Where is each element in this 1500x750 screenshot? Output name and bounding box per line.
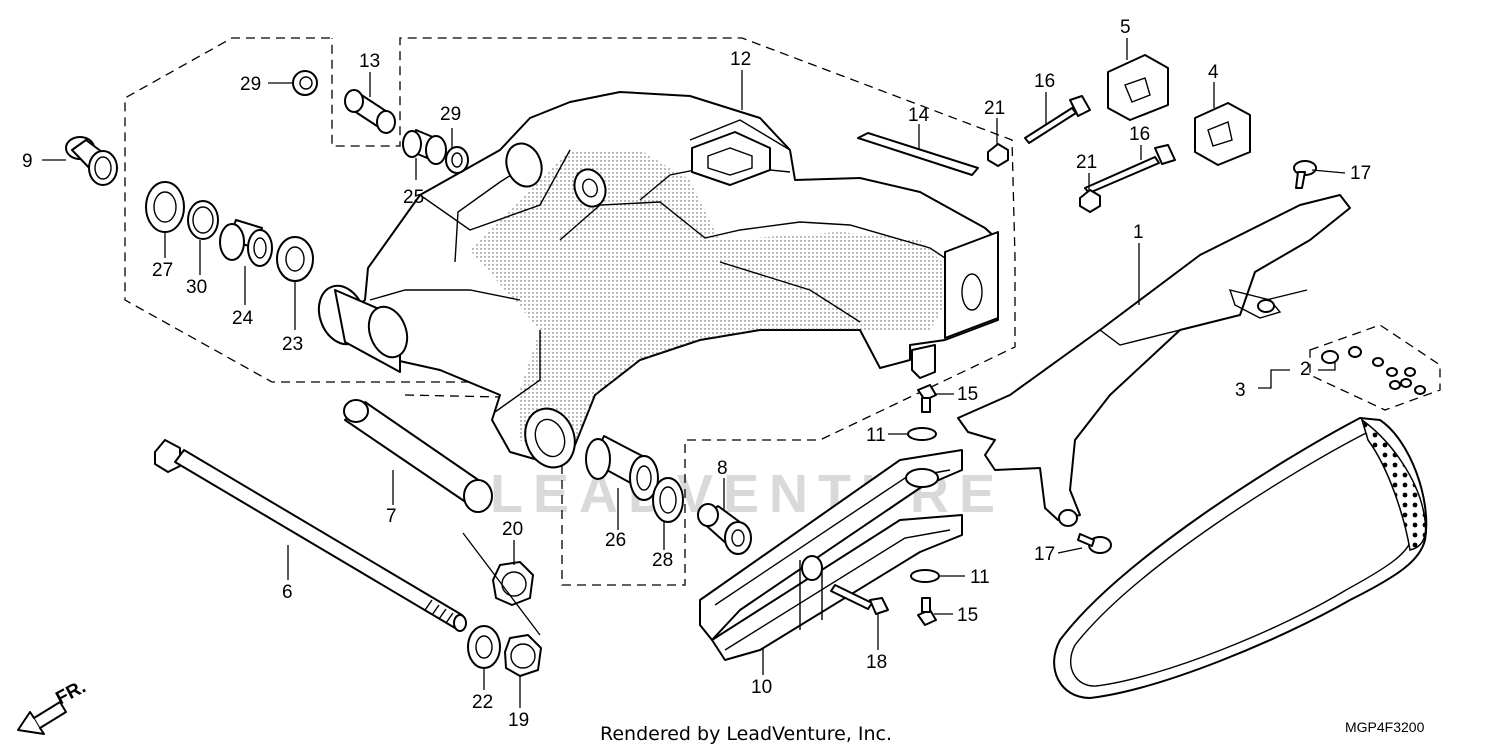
master-link-kit bbox=[1309, 324, 1441, 411]
callout-11b: 11 bbox=[970, 567, 990, 588]
callout-6: 6 bbox=[282, 582, 293, 603]
callout-27: 27 bbox=[152, 260, 173, 281]
assembly-outlines bbox=[124, 37, 1016, 586]
callout-29a: 29 bbox=[240, 74, 261, 95]
pivot-nut-19 bbox=[504, 634, 542, 677]
chain-case bbox=[957, 194, 1351, 527]
washer-22 bbox=[467, 625, 501, 669]
callout-18: 18 bbox=[866, 652, 887, 673]
callout-16b: 16 bbox=[1129, 124, 1150, 145]
callout-28: 28 bbox=[652, 550, 673, 571]
pivot-nut-20 bbox=[492, 561, 534, 606]
ball-bearing-23 bbox=[276, 236, 314, 282]
callout-30: 30 bbox=[186, 277, 207, 298]
callout-10: 10 bbox=[751, 677, 772, 698]
callout-21a: 21 bbox=[984, 98, 1005, 119]
collar-9 bbox=[65, 136, 118, 186]
callout-8: 8 bbox=[717, 458, 728, 479]
dust-seal-29b bbox=[445, 146, 469, 174]
callout-labels: 9 29 13 29 25 27 30 24 23 12 14 16 21 5 … bbox=[22, 17, 1371, 731]
leader-lines bbox=[42, 38, 1346, 708]
callout-13: 13 bbox=[359, 51, 380, 72]
collar-8 bbox=[697, 503, 752, 555]
pivot-bolt-6 bbox=[154, 439, 467, 632]
callout-2: 2 bbox=[1300, 359, 1311, 380]
callout-9: 9 bbox=[22, 151, 33, 172]
callout-24: 24 bbox=[232, 308, 254, 329]
front-arrow-icon: FR. bbox=[17, 677, 89, 735]
callout-4: 4 bbox=[1208, 62, 1219, 83]
callout-25: 25 bbox=[403, 187, 424, 208]
callout-16a: 16 bbox=[1034, 71, 1055, 92]
dust-seal-28 bbox=[652, 477, 684, 523]
callout-20: 20 bbox=[502, 519, 523, 540]
needle-bearing-26 bbox=[585, 435, 659, 501]
swingarm bbox=[317, 91, 999, 469]
diagram-code: MGP4F3200 bbox=[1345, 719, 1425, 735]
callout-1: 1 bbox=[1133, 222, 1144, 243]
pivot-collar-7 bbox=[343, 399, 493, 513]
callout-17a: 17 bbox=[1350, 163, 1371, 184]
callout-15b: 15 bbox=[957, 605, 978, 626]
dust-seal-29a bbox=[292, 70, 318, 96]
callout-14: 14 bbox=[908, 105, 930, 126]
needle-bearing-24 bbox=[219, 219, 273, 267]
callout-5: 5 bbox=[1120, 17, 1131, 38]
drive-chain bbox=[1053, 417, 1428, 699]
callout-21b: 21 bbox=[1076, 152, 1097, 173]
callout-19: 19 bbox=[508, 710, 529, 731]
hardware bbox=[830, 54, 1317, 626]
render-credit: Rendered by LeadVenture, Inc. bbox=[600, 723, 892, 745]
dust-seal-27 bbox=[145, 181, 185, 233]
callout-17b: 17 bbox=[1034, 544, 1055, 565]
callout-12: 12 bbox=[730, 49, 751, 70]
callout-7: 7 bbox=[386, 506, 397, 527]
callout-3: 3 bbox=[1235, 380, 1246, 401]
circlip-30 bbox=[187, 200, 219, 240]
bearing-group-left bbox=[65, 70, 469, 282]
callout-11a: 11 bbox=[866, 425, 886, 446]
collar-13 bbox=[344, 89, 396, 134]
callout-29b: 29 bbox=[440, 104, 461, 125]
callout-26: 26 bbox=[605, 530, 626, 551]
callout-23: 23 bbox=[282, 334, 303, 355]
pivot-parts bbox=[154, 399, 752, 677]
callout-22: 22 bbox=[472, 692, 493, 713]
callout-15a: 15 bbox=[957, 384, 978, 405]
needle-bearing-25 bbox=[402, 129, 447, 165]
